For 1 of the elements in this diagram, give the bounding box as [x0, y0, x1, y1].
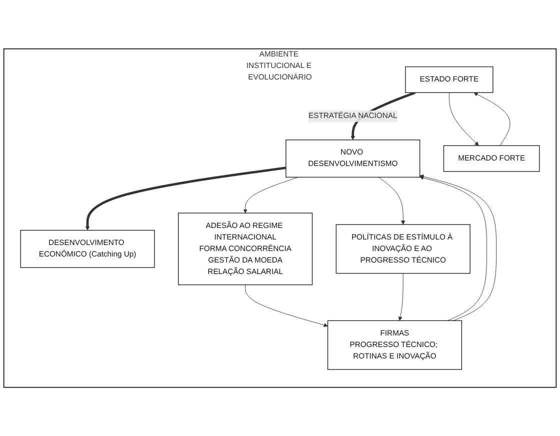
arrow: [85, 166, 286, 230]
